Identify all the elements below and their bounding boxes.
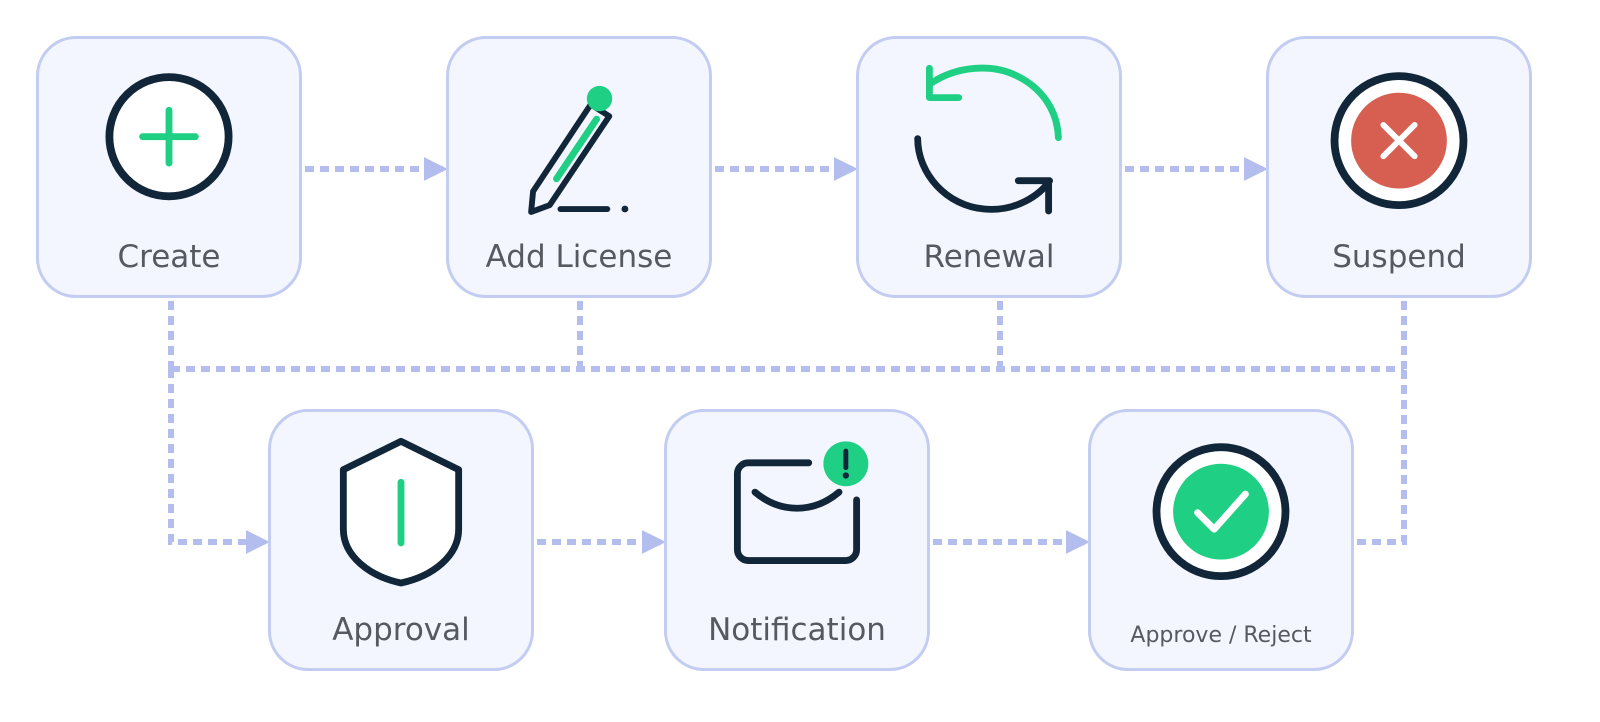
pen-icon <box>528 85 629 215</box>
node-label: Renewal <box>923 239 1055 275</box>
edge-approve-reject-to-bus <box>1357 369 1407 545</box>
node-notification[interactable]: Notification <box>664 409 930 671</box>
node-suspend[interactable]: Suspend <box>1266 36 1532 298</box>
node-label: Approve / Reject <box>1130 623 1312 648</box>
node-label: Approval <box>332 612 470 648</box>
node-approve-reject[interactable]: Approve / Reject <box>1088 409 1354 671</box>
node-label: Suspend <box>1332 239 1466 275</box>
refresh-icon <box>914 64 1062 215</box>
node-approval[interactable]: Approval <box>268 409 534 671</box>
edge-bus-to-approval <box>168 369 270 554</box>
plus-circle-icon <box>105 73 233 201</box>
check-circle-icon <box>1152 443 1290 581</box>
node-label: Add License <box>485 239 673 275</box>
node-create[interactable]: Create <box>36 36 302 298</box>
x-circle-icon <box>1330 72 1468 210</box>
node-label: Create <box>117 239 221 275</box>
node-add-license[interactable]: Add License <box>446 36 712 298</box>
shield-icon <box>339 437 463 587</box>
node-label: Notification <box>708 612 886 648</box>
mail-alert-icon <box>733 441 869 564</box>
node-renewal[interactable]: Renewal <box>856 36 1122 298</box>
